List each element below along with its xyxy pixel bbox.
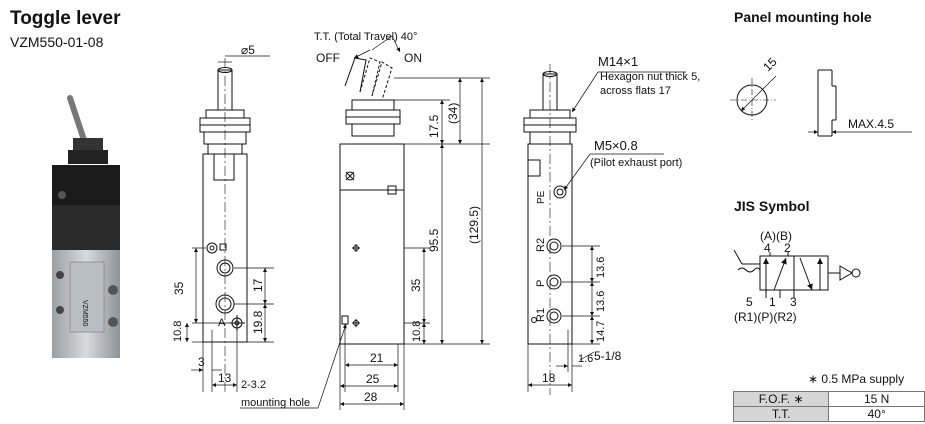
port-size-dim: 5-1/8: [594, 349, 622, 363]
port-p: P: [535, 280, 547, 287]
front-35-dim: 35: [172, 281, 186, 295]
offset-1-6-dim: 1.6: [578, 353, 593, 365]
spec-table: F.O.F. ∗ 15 N T.T. 40°: [732, 391, 925, 422]
port-pe: PE: [536, 190, 547, 204]
port-width-18-dim: 18: [542, 371, 556, 385]
spec-value: 15 N: [828, 391, 925, 407]
pilot-spec: M5×0.8: [594, 138, 638, 153]
port-view-dimensions: [527, 71, 686, 392]
nut-note-2: across flats 17: [600, 85, 671, 97]
front-view-dimensions: [184, 55, 274, 392]
product-title: Toggle lever: [10, 8, 121, 29]
side-view-dimensions: [339, 77, 490, 410]
supply-note: ∗ 0.5 MPa supply: [808, 372, 905, 386]
p-r1-dim: 13.6: [595, 291, 607, 312]
side-25-dim: 25: [366, 372, 380, 386]
front-13-dim: 13: [218, 371, 232, 385]
spec-label: T.T.: [732, 406, 830, 422]
jis-port-3: 3: [790, 295, 797, 309]
side-10-8-dim: 10.8: [411, 321, 423, 342]
mounting-hole-label: mounting hole: [241, 397, 310, 409]
jis-top-ports: (A)(B): [760, 229, 792, 243]
front-17-dim: 17: [251, 278, 265, 292]
total-height-dim: (129.5): [467, 206, 481, 244]
side-35-dim: 35: [409, 278, 423, 292]
top-offset-dim: 17.5: [427, 114, 441, 138]
jis-port-2: 2: [784, 241, 791, 255]
spec-label: F.O.F. ∗: [732, 391, 830, 407]
jis-port-5: 5: [746, 295, 753, 309]
port-view: [523, 64, 577, 395]
r2-p-dim: 13.6: [595, 257, 607, 278]
front-10-8-dim: 10.8: [172, 321, 184, 342]
front-19-8-dim: 19.8: [251, 310, 265, 334]
side-view: [339, 35, 405, 345]
model-number: VZM550-01-08: [10, 34, 104, 50]
panel-hole-diagram: [730, 69, 912, 137]
mounting-hole-size: 2-3.2: [241, 379, 266, 391]
panel-hole-diameter: 15: [760, 55, 780, 75]
on-label: ON: [404, 51, 422, 65]
front-3-dim: 3: [198, 355, 205, 369]
nut-note-1: Hexagon nut thick 5,: [600, 71, 700, 83]
r1-base-dim: 14.7: [595, 321, 607, 342]
jis-port-4: 4: [764, 241, 771, 255]
side-21-dim: 21: [370, 351, 384, 365]
front-port-a: A: [218, 317, 226, 329]
photo-model-label: VZM550: [81, 300, 88, 327]
port-r1: R1: [535, 308, 547, 322]
body-height-dim: 95.5: [427, 228, 441, 252]
lever-height-dim: (34): [446, 103, 460, 124]
jis-symbol-heading: JIS Symbol: [734, 198, 810, 214]
spec-value: 40°: [828, 406, 925, 422]
pilot-note: (Pilot exhaust port): [590, 157, 682, 169]
off-label: OFF: [316, 51, 340, 65]
front-view: [199, 58, 251, 395]
side-28-dim: 28: [364, 390, 378, 404]
product-photo: VZM550: [52, 95, 120, 358]
panel-mounting-heading: Panel mounting hole: [734, 9, 872, 25]
stem-diameter-dim: ⌀5: [241, 43, 255, 57]
table-row: T.T. 40°: [732, 406, 925, 422]
table-row: F.O.F. ∗ 15 N: [732, 391, 925, 407]
total-travel-label: T.T. (Total Travel) 40°: [314, 31, 417, 43]
nut-spec: M14×1: [598, 54, 638, 69]
panel-max-thickness: MAX.4.5: [848, 117, 894, 131]
jis-valve-symbol: [733, 249, 861, 298]
port-r2: R2: [535, 238, 547, 252]
jis-port-1: 1: [769, 295, 776, 309]
jis-bottom-ports: (R1)(P)(R2): [734, 310, 797, 324]
